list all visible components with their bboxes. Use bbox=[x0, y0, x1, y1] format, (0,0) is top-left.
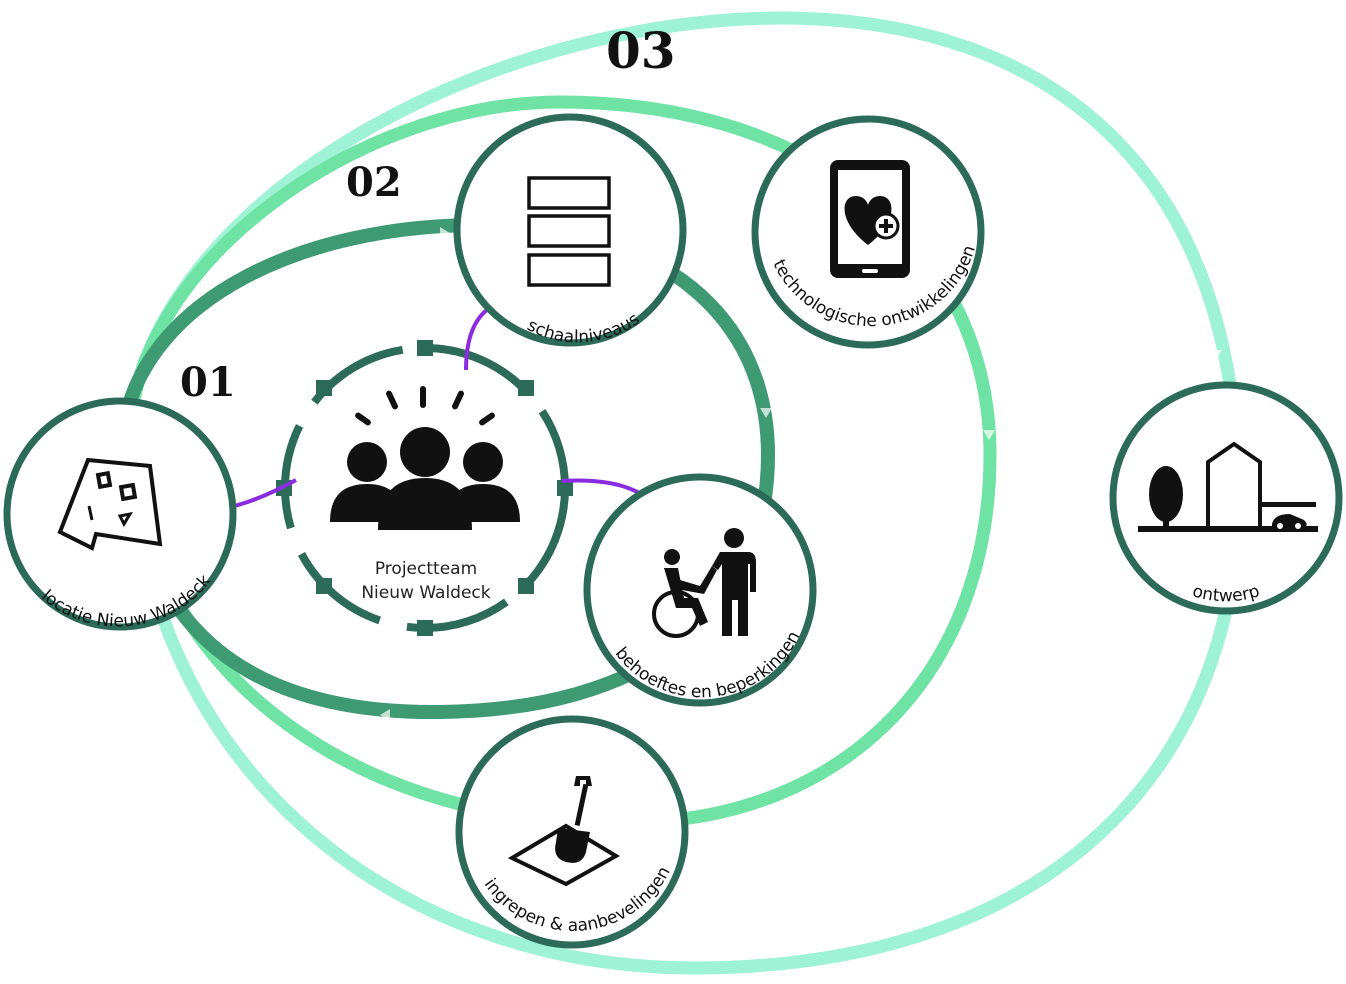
node-technologie[interactable]: technologische ontwikkelingen bbox=[751, 115, 985, 349]
ring-01 bbox=[117, 217, 776, 720]
layers-icon bbox=[527, 176, 611, 287]
center-node-projectteam[interactable]: Projectteam Nieuw Waldeck bbox=[276, 340, 573, 636]
ring-direction-marks bbox=[322, 32, 1222, 970]
house-tree-icon bbox=[1138, 441, 1318, 532]
node-behoeftes[interactable]: behoeftes en beperkingen bbox=[583, 473, 817, 707]
tablet-heart-icon bbox=[830, 160, 910, 278]
node-locatie[interactable]: locatie Nieuw Waldeck bbox=[3, 397, 237, 632]
ring-label-02: 02 bbox=[346, 159, 402, 206]
ring-02 bbox=[123, 95, 997, 830]
map-icon bbox=[57, 457, 163, 551]
center-label-line1: Projectteam bbox=[375, 559, 477, 579]
node-schaalniveaus[interactable]: schaalniveaus bbox=[453, 113, 687, 347]
center-label-line2: Nieuw Waldeck bbox=[361, 583, 490, 603]
shovel-icon bbox=[507, 776, 620, 887]
team-icon bbox=[330, 386, 520, 530]
node-ingrepen[interactable]: ingrepen & aanbevelingen bbox=[455, 715, 689, 949]
ring-label-01: 01 bbox=[180, 359, 236, 406]
wheelchair-person-icon bbox=[652, 528, 756, 638]
node-ontwerp[interactable]: ontwerp bbox=[1109, 381, 1343, 615]
ring-label-03: 03 bbox=[606, 21, 676, 80]
